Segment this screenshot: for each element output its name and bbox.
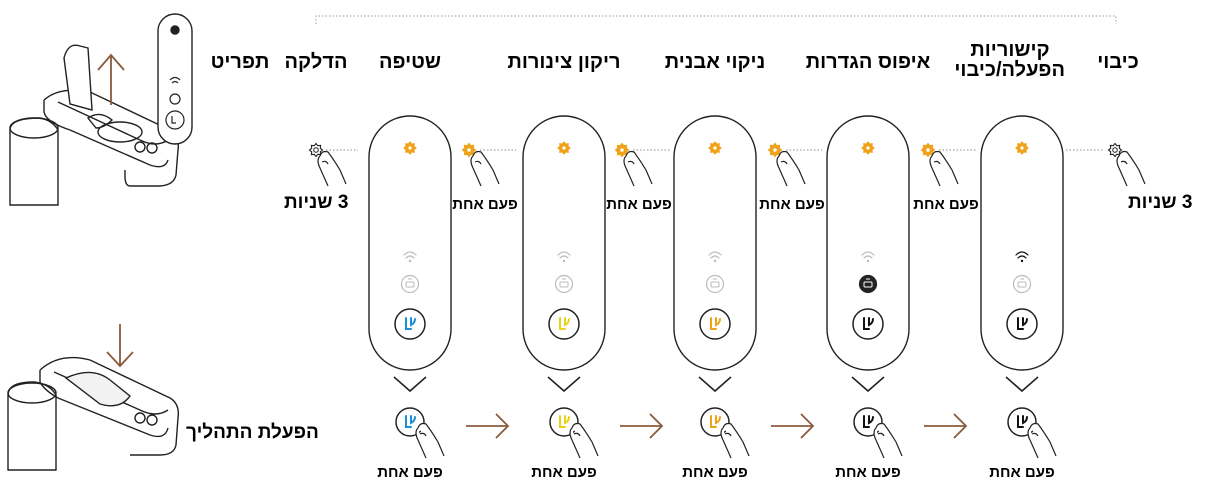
three-seconds-left: 3 שניות xyxy=(284,192,349,213)
gear-press-step-3 xyxy=(767,142,806,187)
gear-icon xyxy=(403,141,417,155)
top-bracket xyxy=(315,15,1117,24)
bottom-once-drain: פעם אחת xyxy=(531,464,597,481)
wifi-icon xyxy=(557,251,571,263)
three-seconds-right: 3 שניות xyxy=(1128,192,1193,213)
header-descale: ניקוי אבנית xyxy=(664,51,766,73)
header-power-on: הדלקה xyxy=(284,51,348,73)
device-bottom-illustration xyxy=(7,324,180,471)
gear-press-step-4 xyxy=(920,142,959,187)
header-print: תפריט xyxy=(210,51,270,73)
hand-press-icon xyxy=(569,422,599,459)
header-drain: ריקון צינורות xyxy=(507,51,621,73)
gear-icon xyxy=(461,142,477,158)
reset-icon xyxy=(554,274,574,294)
chevron-down-icon xyxy=(1005,376,1039,393)
reset-icon xyxy=(705,274,725,294)
panel-flush xyxy=(368,115,452,459)
press-once-label-1: פעם אחת xyxy=(452,196,518,213)
gear-press-power-off xyxy=(1107,142,1146,187)
cup-button-icon xyxy=(394,308,426,340)
cup-button-icon xyxy=(699,308,731,340)
reset-icon xyxy=(1012,274,1032,294)
bottom-once-flush: פעם אחת xyxy=(377,464,443,481)
chevron-down-icon xyxy=(698,376,732,393)
wifi-icon xyxy=(708,251,722,263)
panel-outline-drain xyxy=(522,115,606,371)
hand-press-icon xyxy=(470,150,500,187)
flow-arrow-1 xyxy=(466,413,510,439)
press-button-icon xyxy=(853,407,883,437)
panel-descale xyxy=(673,115,757,459)
press-once-label-2: פעם אחת xyxy=(606,196,672,213)
gear-icon xyxy=(708,141,722,155)
flow-arrow-4 xyxy=(924,413,968,439)
panel-drain xyxy=(522,115,606,459)
bottom-once-connectivity: פעם אחת xyxy=(989,464,1055,481)
hand-press-icon xyxy=(873,422,903,459)
hand-press-icon xyxy=(317,150,347,187)
flow-arrow-2 xyxy=(620,413,664,439)
panel-reset xyxy=(826,115,910,459)
cup-button-icon xyxy=(548,308,580,340)
hand-press-icon xyxy=(623,150,653,187)
start-process-label: הפעלת התהליך xyxy=(186,422,319,443)
header-connectivity: קישוריות הפעלה/כיבוי xyxy=(954,39,1065,81)
hand-press-icon xyxy=(415,422,445,459)
gear-icon xyxy=(767,142,783,158)
header-off: כיבוי xyxy=(1097,51,1139,73)
header-flush: שטיפה xyxy=(378,51,442,73)
wifi-icon xyxy=(861,251,875,263)
hand-press-icon xyxy=(1116,150,1146,187)
device-top-illustration xyxy=(9,13,193,206)
diagram-canvas xyxy=(308,115,1146,459)
press-button-icon xyxy=(395,407,425,437)
panel-outline-descale xyxy=(673,115,757,371)
hand-press-icon xyxy=(929,150,959,187)
bottom-once-reset: פעם אחת xyxy=(835,464,901,481)
panel-outline-reset xyxy=(826,115,910,371)
press-button-icon xyxy=(549,407,579,437)
gear-icon xyxy=(308,142,324,158)
gear-icon xyxy=(920,142,936,158)
chevron-down-icon xyxy=(393,376,427,393)
bottom-once-descale: פעם אחת xyxy=(682,464,748,481)
wifi-icon xyxy=(1015,251,1029,263)
cup-button-icon xyxy=(1006,308,1038,340)
gear-icon xyxy=(1107,142,1123,158)
hand-press-icon xyxy=(776,150,806,187)
panel-outline-connectivity xyxy=(980,115,1064,371)
reset-icon xyxy=(400,274,420,294)
panel-outline-flush xyxy=(368,115,452,371)
header-reset: איפוס הגדרות xyxy=(805,51,931,73)
gear-press-step-2 xyxy=(614,142,653,187)
wifi-icon xyxy=(403,251,417,263)
reset-icon xyxy=(858,274,878,294)
gear-press-power-on xyxy=(308,142,347,187)
hand-press-icon xyxy=(1027,422,1057,459)
gear-icon xyxy=(557,141,571,155)
gear-icon xyxy=(861,141,875,155)
panel-connectivity xyxy=(980,115,1064,459)
gear-icon xyxy=(614,142,630,158)
hand-press-icon xyxy=(720,422,750,459)
press-once-label-3: פעם אחת xyxy=(759,196,825,213)
press-button-icon xyxy=(700,407,730,437)
chevron-down-icon xyxy=(851,376,885,393)
cup-button-icon xyxy=(852,308,884,340)
chevron-down-icon xyxy=(547,376,581,393)
press-once-label-4: פעם אחת xyxy=(913,196,979,213)
press-button-icon xyxy=(1007,407,1037,437)
gear-press-step-1 xyxy=(461,142,500,187)
flow-arrow-3 xyxy=(771,413,815,439)
gear-icon xyxy=(1015,141,1029,155)
